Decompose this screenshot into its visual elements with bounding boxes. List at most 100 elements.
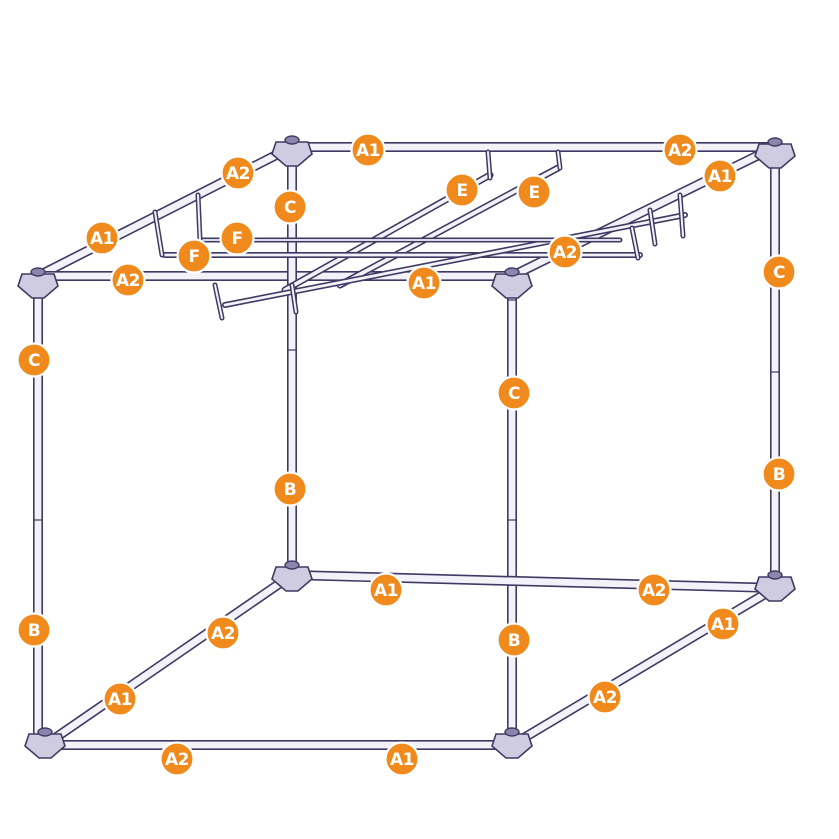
label-badge	[547, 234, 583, 270]
part-label-top-back-left: A1	[350, 132, 386, 168]
label-badge	[205, 615, 241, 651]
corner-joint-bottom-front-left-cap	[37, 727, 53, 737]
part-label-upright-back-right-lower: B	[761, 456, 797, 492]
label-badge	[102, 681, 138, 717]
corner-joint-top-front-right	[491, 273, 533, 299]
part-label-upright-back-right-upper: C	[761, 254, 797, 290]
label-badge	[220, 155, 256, 191]
corner-joint-top-front-right-cap	[504, 267, 520, 277]
label-badge	[219, 220, 255, 256]
corner-joint-bottom-front-right	[491, 733, 533, 759]
label-badge	[176, 238, 212, 274]
hanger-bar-right-core	[223, 213, 687, 307]
corner-joint-top-back-left	[271, 141, 313, 167]
label-badge	[406, 265, 442, 301]
label-text: A1	[412, 274, 436, 294]
corner-joint-top-front-left-cap	[30, 267, 46, 277]
hanger-hook-core	[214, 284, 223, 319]
part-label-hanger-left: F	[176, 238, 212, 274]
corner-joint-top-back-left-cap	[284, 135, 300, 145]
part-label-bottom-left-back: A2	[205, 615, 241, 651]
label-text: F	[231, 229, 242, 249]
part-label-upright-front-right-lower: B	[496, 622, 532, 658]
label-badge	[350, 132, 386, 168]
label-badge	[496, 622, 532, 658]
label-badge	[636, 572, 672, 608]
part-label-bottom-front-left: A2	[159, 741, 195, 777]
hanger-hook-core	[487, 151, 491, 179]
label-badge	[16, 612, 52, 648]
label-text: A1	[356, 141, 380, 161]
corner-joint-bottom-back-left	[271, 566, 313, 592]
hanger-hook-core	[679, 194, 684, 237]
label-text: C	[284, 198, 296, 218]
label-badge	[702, 158, 738, 194]
part-label-hanger-right: F	[219, 220, 255, 256]
bottom-back-tube-core	[288, 571, 779, 592]
label-text: F	[188, 247, 199, 267]
label-badge	[384, 741, 420, 777]
label-badge	[705, 606, 741, 642]
label-badge	[84, 220, 120, 256]
corner-joint-top-front-left	[17, 273, 59, 299]
label-badge	[761, 456, 797, 492]
part-label-crossbar-2: E	[516, 174, 552, 210]
label-text: A1	[390, 750, 414, 770]
part-label-top-front-right: A1	[406, 265, 442, 301]
label-badge	[587, 679, 623, 715]
corner-joint-top-back-right	[754, 143, 796, 169]
label-text: A2	[553, 243, 577, 263]
corner-joint-bottom-front-right-cap	[504, 727, 520, 737]
part-label-top-front-left: A2	[110, 262, 146, 298]
label-text: B	[508, 631, 520, 651]
label-badge	[110, 262, 146, 298]
label-text: A1	[711, 615, 735, 635]
part-label-top-left-front: A1	[84, 220, 120, 256]
part-label-bottom-left-front: A1	[102, 681, 138, 717]
corner-joint-bottom-back-right	[754, 576, 796, 602]
label-text: A2	[226, 164, 250, 184]
label-text: A2	[668, 141, 692, 161]
label-text: A2	[642, 581, 666, 601]
label-text: C	[508, 384, 520, 404]
bottom-right-tube-core	[508, 584, 779, 749]
hanger-hook-core	[631, 227, 639, 259]
label-badge	[272, 471, 308, 507]
corner-joint-bottom-front-left	[24, 733, 66, 759]
label-text: A1	[374, 581, 398, 601]
frame-joints	[17, 135, 796, 759]
label-text: A2	[593, 688, 617, 708]
label-badge	[496, 375, 532, 411]
label-text: E	[528, 183, 539, 203]
part-label-top-right-back: A1	[702, 158, 738, 194]
label-text: C	[773, 263, 785, 283]
label-text: A1	[708, 167, 732, 187]
label-text: A2	[165, 750, 189, 770]
part-label-upright-front-left-upper: C	[16, 342, 52, 378]
hanger-hook-core	[197, 194, 201, 241]
bottom-left-tube-core	[41, 571, 296, 749]
label-text: B	[284, 480, 296, 500]
part-label-top-right-front: A2	[547, 234, 583, 270]
label-badge	[16, 342, 52, 378]
part-label-top-left-back: A2	[220, 155, 256, 191]
part-label-upright-back-left-lower: B	[272, 471, 308, 507]
label-badge	[272, 189, 308, 225]
part-label-top-back-right: A2	[662, 132, 698, 168]
label-text: E	[456, 181, 467, 201]
label-badge	[444, 172, 480, 208]
part-label-bottom-back-left: A1	[368, 572, 404, 608]
label-text: C	[28, 351, 40, 371]
part-label-bottom-front-right: A1	[384, 741, 420, 777]
part-label-upright-front-left-lower: B	[16, 612, 52, 648]
corner-joint-bottom-back-left-cap	[284, 560, 300, 570]
label-text: A1	[108, 690, 132, 710]
part-label-bottom-right-back: A1	[705, 606, 741, 642]
part-label-bottom-right-front: A2	[587, 679, 623, 715]
hanger-hook-core	[649, 209, 656, 245]
part-label-bottom-back-right: A2	[636, 572, 672, 608]
label-text: A1	[90, 229, 114, 249]
label-text: B	[773, 465, 785, 485]
